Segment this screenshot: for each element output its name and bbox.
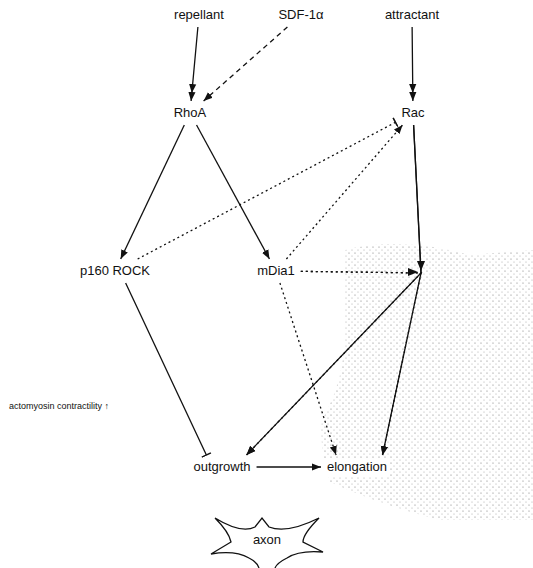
- signal-connector: [383, 125, 421, 455]
- label-node: attractant: [382, 6, 442, 24]
- signal-connector: [138, 122, 396, 259]
- signal-connector: [197, 125, 270, 259]
- signal-connector: [247, 125, 421, 455]
- label-node: RhoA: [171, 104, 210, 122]
- signal-connector: [126, 283, 207, 455]
- label-node: outgrowth: [190, 458, 253, 476]
- signal-connector: [301, 271, 421, 455]
- stipple-region: [321, 244, 533, 520]
- label-node: Rac: [398, 104, 427, 122]
- junction-arrowhead: [408, 268, 418, 276]
- signal-connector: [286, 125, 402, 259]
- label-node: p160 ROCK: [77, 262, 153, 280]
- label-node: elongation: [324, 458, 390, 476]
- signal-connector: [280, 283, 336, 455]
- edge-label: actomyosin contractility ↑: [8, 401, 110, 412]
- node-text: repellant: [174, 7, 224, 23]
- growth-cone-path: [211, 518, 323, 568]
- signal-connector: [257, 466, 321, 467]
- node-text: p160 ROCK: [80, 263, 150, 279]
- node-text: attractant: [385, 7, 439, 23]
- signal-connector: [411, 27, 413, 101]
- label-node: mDia1: [254, 262, 298, 280]
- node-text: mDia1: [257, 263, 295, 279]
- node-text: outgrowth: [193, 459, 250, 475]
- node-text: SDF-1α: [278, 7, 323, 23]
- growth-cone-node: axon: [207, 512, 327, 568]
- node-text: RhoA: [174, 105, 207, 121]
- node-text: elongation: [327, 459, 387, 475]
- label-node: repellant: [171, 6, 227, 24]
- signal-connector: [121, 125, 185, 259]
- node-text: axon: [253, 532, 281, 548]
- node-text: Rac: [401, 105, 424, 121]
- signal-connector: [191, 27, 198, 101]
- signal-connector: [204, 27, 288, 101]
- label-node: SDF-1α: [275, 6, 326, 24]
